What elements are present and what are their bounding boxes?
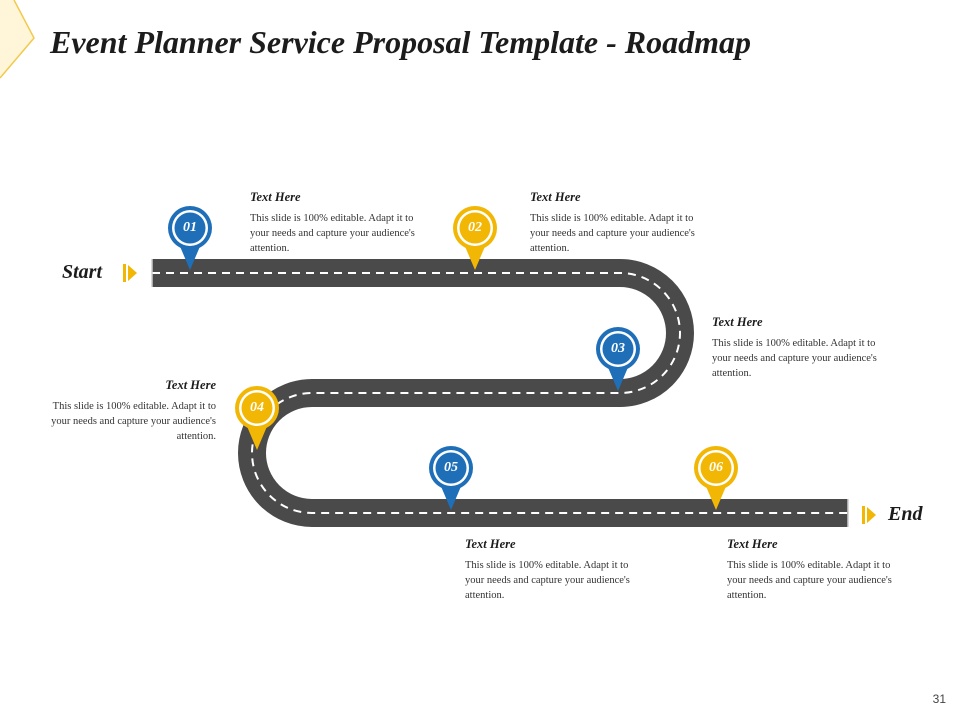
note-heading: Text Here	[712, 315, 763, 329]
note-heading: Text Here	[727, 537, 778, 551]
map-pin-icon	[694, 446, 738, 510]
milestone-pin-05: 05	[427, 446, 475, 512]
note-heading: Text Here	[165, 378, 216, 392]
note-body: This slide is 100% editable. Adapt it to…	[51, 401, 216, 442]
page-number: 31	[932, 692, 946, 706]
road-center-line	[152, 272, 848, 514]
milestone-note-05: Text Here This slide is 100% editable. A…	[465, 537, 645, 603]
milestone-pin-02: 02	[451, 206, 499, 272]
note-body: This slide is 100% editable. Adapt it to…	[250, 213, 415, 254]
start-arrow-icon	[123, 264, 137, 282]
milestone-number: 06	[709, 460, 723, 475]
milestone-pin-01: 01	[166, 206, 214, 272]
note-heading: Text Here	[530, 190, 581, 204]
milestone-note-01: Text Here This slide is 100% editable. A…	[250, 190, 430, 256]
start-label: Start	[62, 261, 103, 283]
map-pin-icon	[235, 386, 279, 450]
map-pin-icon	[168, 206, 212, 270]
note-body: This slide is 100% editable. Adapt it to…	[465, 560, 630, 601]
milestone-number: 01	[183, 220, 197, 235]
note-heading: Text Here	[250, 190, 301, 204]
milestone-note-03: Text Here This slide is 100% editable. A…	[712, 315, 892, 381]
corner-accent	[0, 0, 35, 79]
map-pin-icon	[453, 206, 497, 270]
map-pin-icon	[429, 446, 473, 510]
end-arrow-icon	[862, 506, 876, 524]
milestone-number: 04	[250, 400, 264, 415]
milestone-number: 05	[444, 460, 458, 475]
milestone-pin-04: 04	[233, 386, 281, 452]
note-body: This slide is 100% editable. Adapt it to…	[712, 338, 877, 379]
milestone-note-06: Text Here This slide is 100% editable. A…	[727, 537, 907, 603]
note-body: This slide is 100% editable. Adapt it to…	[727, 560, 892, 601]
note-body: This slide is 100% editable. Adapt it to…	[530, 213, 695, 254]
milestone-note-04: Text Here This slide is 100% editable. A…	[36, 378, 216, 444]
milestone-number: 03	[611, 341, 625, 356]
note-heading: Text Here	[465, 537, 516, 551]
milestone-pin-06: 06	[692, 446, 740, 512]
milestone-pin-03: 03	[594, 327, 642, 393]
milestone-number: 02	[468, 220, 482, 235]
page-title: Event Planner Service Proposal Template …	[50, 24, 751, 60]
end-label: End	[888, 503, 923, 525]
map-pin-icon	[596, 327, 640, 391]
milestone-note-02: Text Here This slide is 100% editable. A…	[530, 190, 710, 256]
